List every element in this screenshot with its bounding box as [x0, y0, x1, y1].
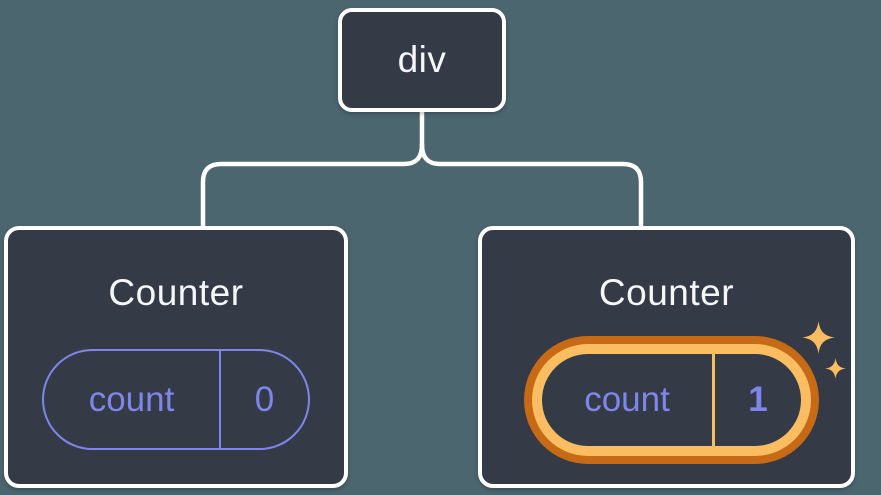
- state-value: 1: [748, 380, 768, 419]
- state-key-label: count: [88, 379, 175, 419]
- counter-card-right: Counter count 1: [478, 226, 855, 488]
- pill-divider: [712, 354, 715, 446]
- state-pill-left: count 0: [42, 349, 310, 450]
- counter-card-right-title: Counter: [598, 272, 735, 313]
- sparkle-icon: [802, 321, 835, 354]
- root-node-label: div: [397, 39, 447, 80]
- state-key-label: count: [584, 380, 670, 419]
- state-pill-highlighted-inner: count 1: [542, 354, 801, 446]
- sparkle-icon: [825, 358, 846, 379]
- state-pill-highlighted: count 1: [532, 344, 811, 456]
- state-value: 0: [254, 379, 275, 419]
- connector-branch-right: [419, 142, 644, 231]
- pill-divider: [219, 351, 221, 448]
- counter-card-left-title: Counter: [108, 272, 244, 313]
- counter-card-left: Counter count 0: [4, 226, 348, 488]
- tree-root-node: div: [338, 8, 506, 112]
- connector-branch-left: [200, 142, 425, 231]
